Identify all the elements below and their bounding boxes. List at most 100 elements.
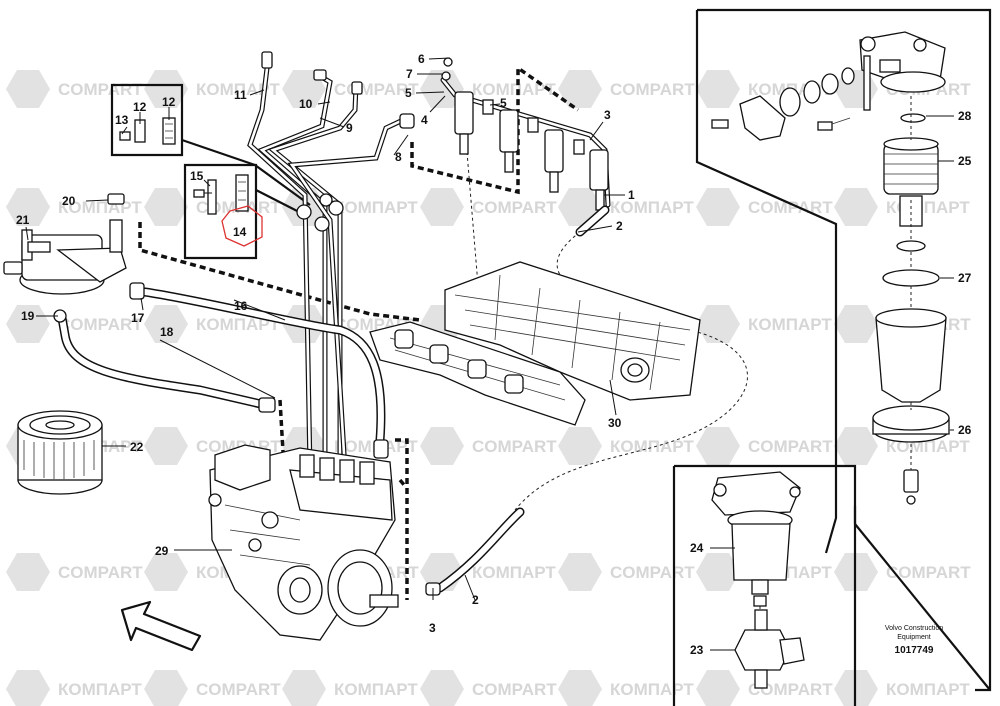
watermark-text: КОМПАРТ — [196, 315, 280, 334]
callout-4: 4 — [421, 113, 428, 127]
callout-26: 26 — [958, 423, 972, 437]
callout-27: 27 — [958, 271, 972, 285]
watermark-text: КОМПАРТ — [472, 80, 556, 99]
oil-filter — [17, 410, 103, 495]
watermark-logo-icon — [696, 188, 740, 226]
callout-17: 17 — [131, 311, 145, 325]
watermark-logo-icon — [696, 305, 740, 343]
watermark-text: COMPART — [472, 680, 557, 699]
watermark-logo-icon — [144, 427, 188, 465]
watermark-logo-icon — [558, 553, 602, 591]
watermark-logo-icon — [834, 70, 878, 108]
watermark-logo-icon — [696, 553, 740, 591]
callout-9: 9 — [346, 121, 353, 135]
watermark-text: COMPART — [58, 80, 143, 99]
watermark-tile: КОМПАРТ — [282, 670, 418, 706]
callout-3-top: 3 — [604, 108, 611, 122]
watermark-tile: COMPART — [420, 427, 557, 465]
callout-15: 15 — [190, 169, 204, 183]
watermark-tile: COMPART — [6, 305, 143, 343]
watermark-text: COMPART — [748, 198, 833, 217]
callout-24: 24 — [690, 541, 704, 555]
watermark-logo-icon — [144, 670, 188, 706]
watermark-text: КОМПАРТ — [886, 680, 970, 699]
watermark-logo-icon — [6, 670, 50, 706]
callout-2-bottom: 2 — [472, 593, 479, 607]
watermark-tile: COMPART — [696, 670, 833, 706]
callout-8: 8 — [395, 150, 402, 164]
watermark-logo-icon — [834, 188, 878, 226]
callout-16: 16 — [234, 299, 248, 313]
priming-pump — [3, 193, 127, 295]
injector-lines — [247, 51, 415, 473]
watermark-logo-icon — [834, 427, 878, 465]
callout-21: 21 — [16, 213, 30, 227]
watermark-text: КОМПАРТ — [58, 680, 142, 699]
direction-arrow-icon — [120, 600, 202, 652]
watermark-logo-icon — [282, 670, 326, 706]
watermark-text: COMPART — [748, 437, 833, 456]
watermark-text: COMPART — [472, 437, 557, 456]
watermark-tile: COMPART — [6, 553, 143, 591]
watermark-text: COMPART — [58, 563, 143, 582]
watermark-text: COMPART — [748, 680, 833, 699]
callout-14: 14 — [233, 225, 247, 239]
callout-30: 30 — [608, 416, 622, 430]
watermark-text: КОМПАРТ — [610, 198, 694, 217]
watermark-tile: КОМПАРТ — [420, 70, 556, 108]
watermark-tile: КОМПАРТ — [144, 70, 280, 108]
callout-10: 10 — [299, 97, 313, 111]
fuel-hoses — [53, 205, 610, 596]
callout-19: 19 — [21, 309, 35, 323]
callout-29: 29 — [155, 544, 169, 558]
watermark-text: КОМПАРТ — [472, 563, 556, 582]
watermark-text: COMPART — [886, 563, 971, 582]
watermark-tile: КОМПАРТ — [558, 427, 694, 465]
callout-18: 18 — [160, 325, 174, 339]
watermark-text: КОМПАРТ — [334, 680, 418, 699]
watermark-logo-icon — [558, 70, 602, 108]
watermark-tile: КОМПАРТ — [144, 305, 280, 343]
callout-28: 28 — [958, 109, 972, 123]
callout-2-top: 2 — [616, 219, 623, 233]
watermark-logo-icon — [6, 553, 50, 591]
watermark-tile: COMPART — [696, 427, 833, 465]
watermark-tile: КОМПАРТ — [696, 305, 832, 343]
watermark-tile: COMPART — [696, 188, 833, 226]
watermark-text: COMPART — [196, 680, 281, 699]
watermark-logo-icon — [420, 188, 464, 226]
watermark-logo-icon — [144, 553, 188, 591]
drawing-stamp: Volvo Construction Equipment 1017749 — [885, 625, 943, 656]
stamp-line-2: Equipment — [897, 634, 931, 641]
fuel-filter-assembly — [711, 471, 805, 689]
watermark-text: COMPART — [610, 563, 695, 582]
watermark-text: COMPART — [610, 80, 695, 99]
callout-3-bottom: 3 — [429, 621, 436, 635]
callout-5-left: 5 — [405, 86, 412, 100]
watermark-tile: КОМПАРТ — [558, 188, 694, 226]
watermark-text: КОМПАРТ — [196, 80, 280, 99]
watermark-logo-icon — [696, 427, 740, 465]
inset-small-parts — [119, 117, 263, 247]
watermark-logo-icon — [6, 305, 50, 343]
watermark-tile: COMPART — [420, 670, 557, 706]
watermark-logo-icon — [834, 305, 878, 343]
watermark-tile: КОМПАРТ — [6, 188, 142, 226]
watermark-logo-icon — [6, 188, 50, 226]
inset-frames — [110, 8, 992, 706]
callout-22: 22 — [130, 440, 144, 454]
watermark-logo-icon — [420, 427, 464, 465]
injectors — [440, 57, 611, 211]
callout-6: 6 — [418, 52, 425, 66]
watermark-text: КОМПАРТ — [886, 198, 970, 217]
watermark-logo-icon — [6, 70, 50, 108]
stamp-line-1: Volvo Construction — [885, 625, 943, 632]
watermark-tile: КОМПАРТ — [6, 670, 142, 706]
watermark-logo-icon — [144, 188, 188, 226]
watermark-text: COMPART — [58, 315, 143, 334]
watermark-logo-icon — [144, 305, 188, 343]
callout-12-right: 12 — [162, 95, 176, 109]
callout-23: 23 — [690, 643, 704, 657]
watermark-tile: COMPART — [144, 670, 281, 706]
